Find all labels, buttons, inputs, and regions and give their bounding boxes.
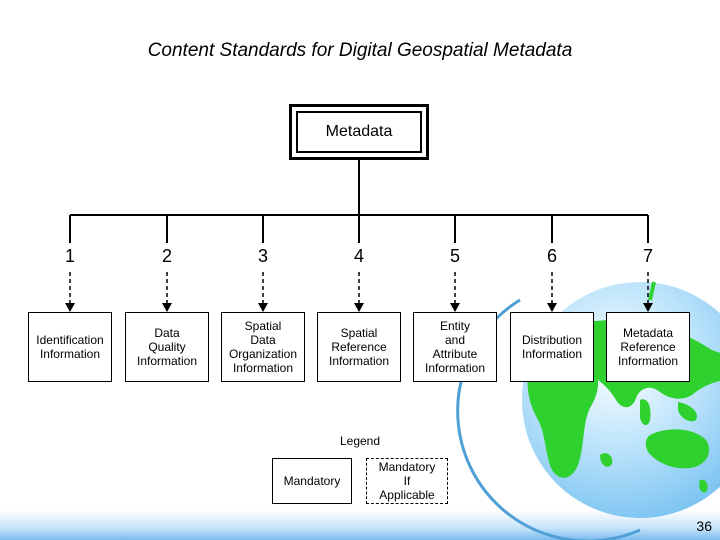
legend-mandatory-box: Mandatory — [272, 458, 352, 504]
section-number-4: 4 — [353, 246, 364, 266]
metadata-root-label: Metadata — [296, 111, 422, 153]
bottom-gradient-band — [0, 510, 720, 540]
section-box-spatial-reference: Spatial Reference Information — [317, 312, 401, 382]
section-number-6: 6 — [546, 246, 557, 266]
page-number: 36 — [696, 518, 712, 534]
legend-mandatory-if-applicable-label: Mandatory If Applicable — [378, 460, 436, 502]
section-label: Identification Information — [36, 333, 104, 361]
section-box-entity-attribute: Entity and Attribute Information — [413, 312, 497, 382]
section-box-distribution: Distribution Information — [510, 312, 594, 382]
section-label: Spatial Data Organization Information — [228, 319, 298, 375]
section-label: Entity and Attribute Information — [424, 319, 486, 375]
section-label: Spatial Reference Information — [328, 326, 390, 368]
section-number-1: 1 — [64, 246, 75, 266]
section-label: Distribution Information — [521, 333, 583, 361]
section-number-3: 3 — [257, 246, 268, 266]
legend-mandatory-label: Mandatory — [283, 474, 341, 488]
section-box-metadata-reference: Metadata Reference Information — [606, 312, 690, 382]
section-label: Metadata Reference Information — [617, 326, 679, 368]
section-box-data-quality: Data Quality Information — [125, 312, 209, 382]
metadata-root-box: Metadata — [289, 104, 429, 160]
globe-axis-pin — [648, 281, 656, 301]
section-number-7: 7 — [642, 246, 653, 266]
section-box-spatial-data-organization: Spatial Data Organization Information — [221, 312, 305, 382]
legend-title: Legend — [339, 434, 381, 448]
legend-mandatory-if-applicable-box: Mandatory If Applicable — [366, 458, 448, 504]
section-box-identification: Identification Information — [28, 312, 112, 382]
section-number-5: 5 — [449, 246, 460, 266]
diagram-title: Content Standards for Digital Geospatial… — [147, 40, 573, 61]
section-number-2: 2 — [161, 246, 172, 266]
section-label: Data Quality Information — [136, 326, 198, 368]
